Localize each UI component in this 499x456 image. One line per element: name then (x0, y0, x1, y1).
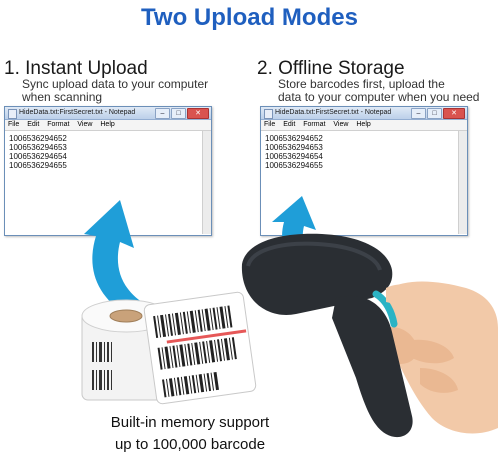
barcode-line: 1006536294655 (9, 161, 67, 170)
vertical-scrollbar[interactable] (458, 131, 467, 234)
notepad-title: HideData.txt:FirstSecret.txt - Notepad (275, 109, 392, 116)
minimize-icon[interactable]: – (411, 108, 426, 119)
maximize-icon[interactable]: □ (427, 108, 442, 119)
maximize-icon[interactable]: □ (171, 108, 186, 119)
offline-storage-desc-2: data to your computer when you need (278, 90, 480, 104)
notepad-app-icon (8, 109, 17, 119)
memory-caption-line-1: Built-in memory support (110, 414, 270, 431)
notepad-text-area[interactable]: 1006536294652 1006536294653 100653629465… (261, 131, 467, 234)
notepad-menubar: File Edit Format View Help (5, 120, 211, 131)
menu-file[interactable]: File (264, 121, 276, 128)
menu-help[interactable]: Help (100, 121, 115, 128)
memory-caption-line-2: up to 100,000 barcode (114, 436, 266, 453)
notepad-titlebar[interactable]: HideData.txt:FirstSecret.txt - Notepad –… (261, 107, 467, 120)
barcode-label-rolls-icon (81, 291, 257, 405)
minimize-icon[interactable]: – (155, 108, 170, 119)
barcode-line: 1006536294654 (265, 152, 323, 161)
barcode-line: 1006536294654 (9, 152, 67, 161)
upload-arrow-left-icon (84, 200, 148, 318)
barcode-line: 1006536294655 (265, 161, 323, 170)
memory-caption: Built-in memory support up to 100,000 ba… (90, 412, 290, 456)
vertical-scrollbar[interactable] (202, 131, 211, 234)
offline-storage-heading: 2. Offline Storage (257, 58, 405, 79)
barcode-line: 1006536294652 (9, 134, 67, 143)
menu-format[interactable]: Format (47, 121, 70, 128)
page-title: Two Upload Modes (141, 4, 358, 31)
menu-file[interactable]: File (8, 121, 20, 128)
notepad-titlebar[interactable]: HideData.txt:FirstSecret.txt - Notepad –… (5, 107, 211, 120)
notepad-title: HideData.txt:FirstSecret.txt - Notepad (19, 109, 136, 116)
offline-storage-desc-1: Store barcodes first, upload the (278, 77, 445, 91)
barcode-line: 1006536294652 (265, 134, 323, 143)
instant-upload-desc-2: when scanning (22, 90, 103, 104)
notepad-app-icon (264, 109, 273, 119)
menu-edit[interactable]: Edit (283, 121, 296, 128)
close-icon[interactable]: ✕ (187, 108, 209, 119)
notepad-text-area[interactable]: 1006536294652 1006536294653 100653629465… (5, 131, 211, 234)
menu-edit[interactable]: Edit (27, 121, 40, 128)
barcode-line: 1006536294653 (9, 143, 67, 152)
instant-upload-heading: 1. Instant Upload (4, 58, 148, 79)
instant-upload-desc-1: Sync upload data to your computer (22, 77, 209, 91)
close-icon[interactable]: ✕ (443, 108, 465, 119)
barcode-line: 1006536294653 (265, 143, 323, 152)
barcode-scanner-icon (241, 233, 498, 438)
menu-help[interactable]: Help (356, 121, 371, 128)
notepad-menubar: File Edit Format View Help (261, 120, 467, 131)
menu-format[interactable]: Format (303, 121, 326, 128)
menu-view[interactable]: View (333, 121, 349, 128)
menu-view[interactable]: View (77, 121, 93, 128)
